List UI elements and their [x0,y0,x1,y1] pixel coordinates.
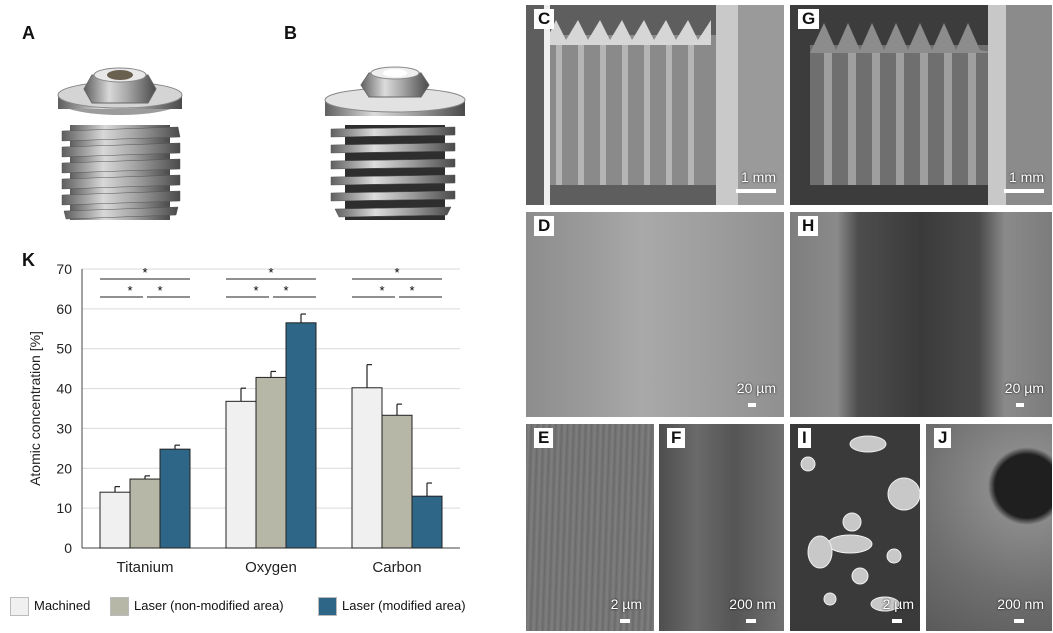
legend-label-laser-modified: Laser (modified area) [342,598,466,613]
x-tick-label-oxygen: Oxygen [245,559,297,576]
sem-panel-c: C 1 mm [526,5,784,205]
panel-label-a: A [22,23,35,43]
sig-star-top-carbon: * [394,265,399,280]
sig-star-right-titanium: * [157,283,162,298]
y-tick-label-0: 0 [64,540,72,556]
scale-bar-e [620,619,630,623]
scale-label-c: 1 mm [741,169,776,185]
machined-implant-photo [57,67,183,220]
legend-swatch-laser-modified [318,597,337,616]
bar-titanium-2 [159,448,191,549]
sig-star-top-oxygen: * [268,265,273,280]
scale-label-e: 2 µm [610,596,642,612]
thread-micrograph-c [526,5,784,205]
sem-panel-j: J 200 nm [926,424,1052,631]
bar-titanium-0 [99,491,131,549]
y-tick-label-30: 30 [56,420,72,436]
scale-bar-f [746,619,756,623]
panel-label-j: J [934,428,952,448]
panel-label-k: K [22,250,35,270]
sig-star-right-oxygen: * [283,283,288,298]
x-tick-label-carbon: Carbon [372,559,421,576]
panel-label-i: I [798,428,811,448]
sem-panel-g: G 1 mm [790,5,1052,205]
sem-panel-f: F 200 nm [659,424,784,631]
y-tick-label-70: 70 [56,261,72,277]
legend-label-machined: Machined [34,598,91,613]
bar-carbon-0 [351,387,383,549]
bar-oxygen-1 [255,376,287,549]
bar-carbon-1 [381,414,413,549]
scale-bar-h [1016,403,1024,407]
sig-star-left-carbon: * [379,283,384,298]
panel-label-f: F [667,428,686,448]
laser-implant-photo [324,66,466,220]
thread-micrograph-g [790,5,1052,205]
panel-label-g: G [798,9,820,29]
panel-label-d: D [534,216,555,236]
sem-panel-i: I 2 µm [790,424,920,631]
scale-bar-g [1004,189,1044,193]
y-tick-label-20: 20 [56,460,72,476]
panel-label-b: B [284,23,297,43]
bar-titanium-1 [129,478,161,549]
scale-bar-d [748,403,756,407]
panel-label-e: E [534,428,554,448]
bar-oxygen-0 [225,400,257,549]
scale-label-j: 200 nm [997,596,1044,612]
legend-label-laser-non-modified: Laser (non-modified area) [134,598,284,613]
y-tick-label-40: 40 [56,381,72,397]
scale-label-f: 200 nm [729,596,776,612]
y-tick-label-10: 10 [56,500,72,516]
sig-star-left-oxygen: * [253,283,258,298]
sem-panel-h: H 20 µm [790,212,1052,417]
panel-label-c: C [534,9,555,29]
droplet-micrograph-i [790,424,920,631]
sig-star-left-titanium: * [127,283,132,298]
sem-panel-e: E 2 µm [526,424,654,631]
sem-panel-d: D 20 µm [526,212,784,417]
scale-label-i: 2 µm [882,596,914,612]
scale-bar-i [892,619,902,623]
scale-bar-c [736,189,776,193]
x-tick-label-titanium: Titanium [117,559,174,576]
sig-star-top-titanium: * [142,265,147,280]
legend-swatch-machined [10,597,29,616]
scale-label-h: 20 µm [1004,380,1044,396]
scale-bar-j [1014,619,1024,623]
panel-label-h: H [798,216,819,236]
scale-label-d: 20 µm [736,380,776,396]
y-tick-label-60: 60 [56,301,72,317]
sig-star-right-carbon: * [409,283,414,298]
scale-label-g: 1 mm [1009,169,1044,185]
bar-oxygen-2 [285,322,317,549]
bar-carbon-2 [411,495,443,549]
legend-swatch-laser-non-modified [110,597,129,616]
y-tick-label-50: 50 [56,341,72,357]
y-axis-label: Atomic concentration [%] [27,331,43,486]
